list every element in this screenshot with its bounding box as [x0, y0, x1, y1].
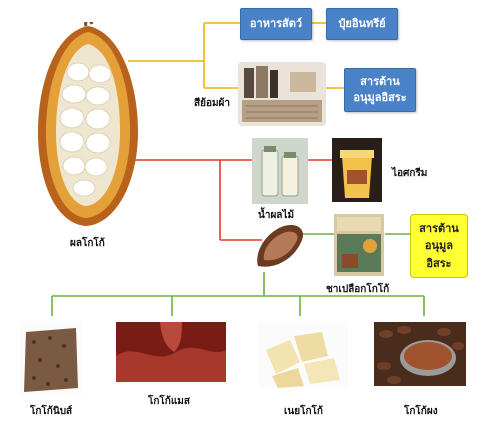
cocoa-butter-image [258, 322, 348, 388]
cocoa-mass-image [116, 322, 226, 382]
antioxidant-box-1: สารต้าน อนุมูลอิสระ [344, 68, 416, 112]
cocoa-nibs-label: โกโก้นิบส์ [30, 406, 73, 417]
cocoa-husk-image [257, 224, 304, 267]
antioxidant-box-2: สารต้าน อนุมูล อิสระ [410, 214, 468, 278]
cocoa-husk-tea-image [334, 214, 384, 276]
cocoa-husk-tea-label: ชาเปลือกโกโก้ [326, 284, 390, 295]
ice-cream-label: ไอศกรีม [392, 168, 428, 179]
fruit-juice-label: น้ำผลไม้ [258, 210, 295, 221]
fabric-dye-image [238, 62, 326, 126]
ice-cream-image [332, 138, 382, 202]
cocoa-mass-label: โกโก้แมส [148, 396, 190, 407]
cocoa-pod-label: ผลโกโก้ [70, 238, 105, 249]
organic-fertilizer-box: ปุ๋ยอินทรีย์ [326, 8, 398, 40]
animal-feed-box: อาหารสัตว์ [240, 8, 312, 40]
fruit-juice-image [252, 138, 308, 204]
cocoa-pod-image [38, 22, 138, 226]
cocoa-nibs-image [20, 322, 82, 396]
fabric-dye-label: สีย้อมผ้า [194, 98, 231, 109]
cocoa-powder-label: โกโก้ผง [404, 406, 438, 417]
cocoa-powder-image [374, 322, 466, 386]
cocoa-butter-label: เนยโกโก้ [284, 406, 323, 417]
